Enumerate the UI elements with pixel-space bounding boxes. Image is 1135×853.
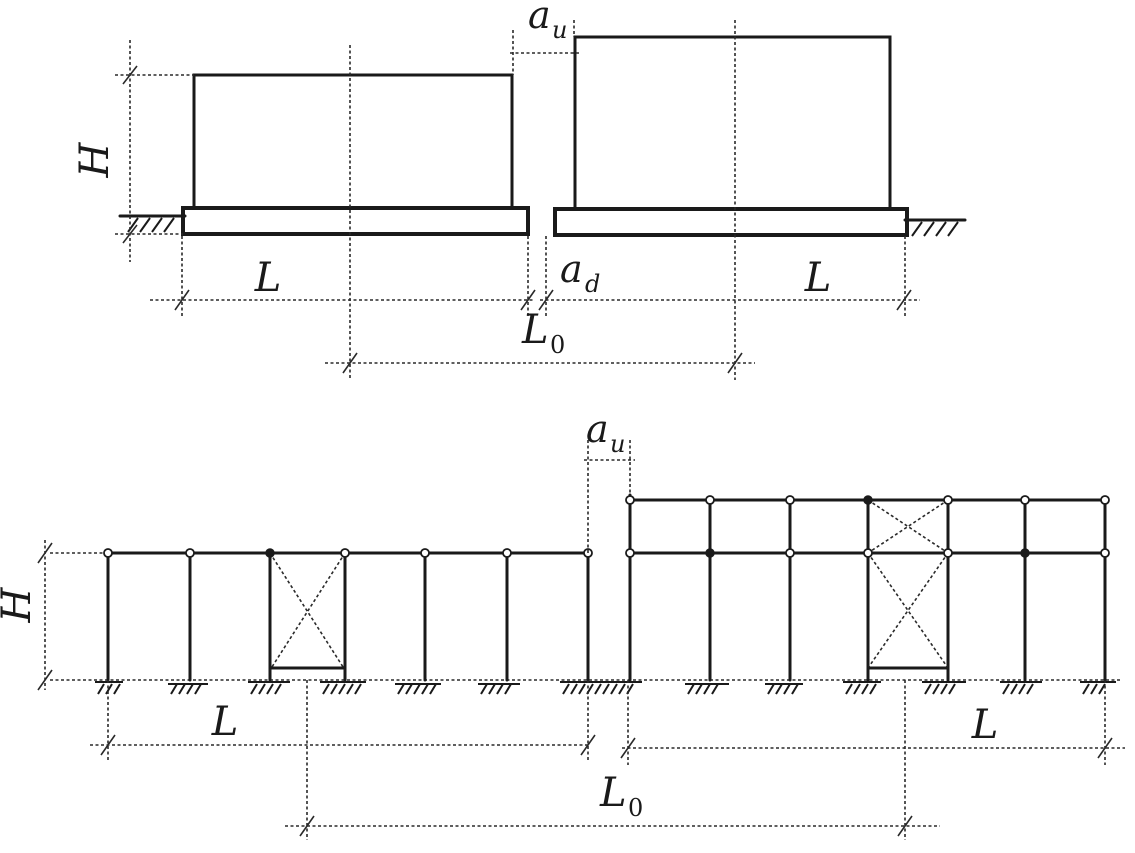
top-dimension-lines [115,52,920,374]
top-gap-upper-sub: u [552,16,567,44]
top-gap-upper-label: a u [528,0,567,44]
top-gap-upper-symbol: a [528,0,551,37]
bottom-gap-upper-sub: u [610,430,625,458]
bottom-right-length-label: L [971,702,999,748]
top-ground-right [903,218,967,237]
bottom-base-length-sub: 0 [628,794,643,822]
top-left-building [181,73,530,236]
bottom-base-length-symbol: L [599,770,627,816]
bottom-figure: H L L a u L 0 [0,407,1125,840]
bottom-left-length-label: L [211,699,239,745]
bottom-left-frame [50,548,593,682]
top-ground-left [118,214,187,233]
top-right-length-label: L [804,255,832,301]
bottom-dimension-lines [37,440,1125,840]
bottom-right-frame [625,493,1110,682]
bottom-height-label: H [0,586,40,623]
bottom-gap-upper-symbol: a [586,407,609,451]
top-right-building [553,35,909,237]
bottom-gap-upper-label: a u [586,407,625,458]
top-base-length-sub: 0 [550,331,565,359]
bottom-supports [95,681,1116,695]
top-left-length-label: L [254,255,282,301]
bottom-base-length-label: L 0 [599,770,643,822]
top-height-label: H [72,141,118,178]
top-figure: H L L a u a d L 0 [72,0,967,380]
top-base-length-label: L 0 [521,307,565,359]
top-gap-lower-label: a d [560,247,600,298]
top-base-length-symbol: L [521,307,549,353]
top-gap-lower-sub: d [585,270,600,298]
top-gap-lower-symbol: a [560,247,583,291]
